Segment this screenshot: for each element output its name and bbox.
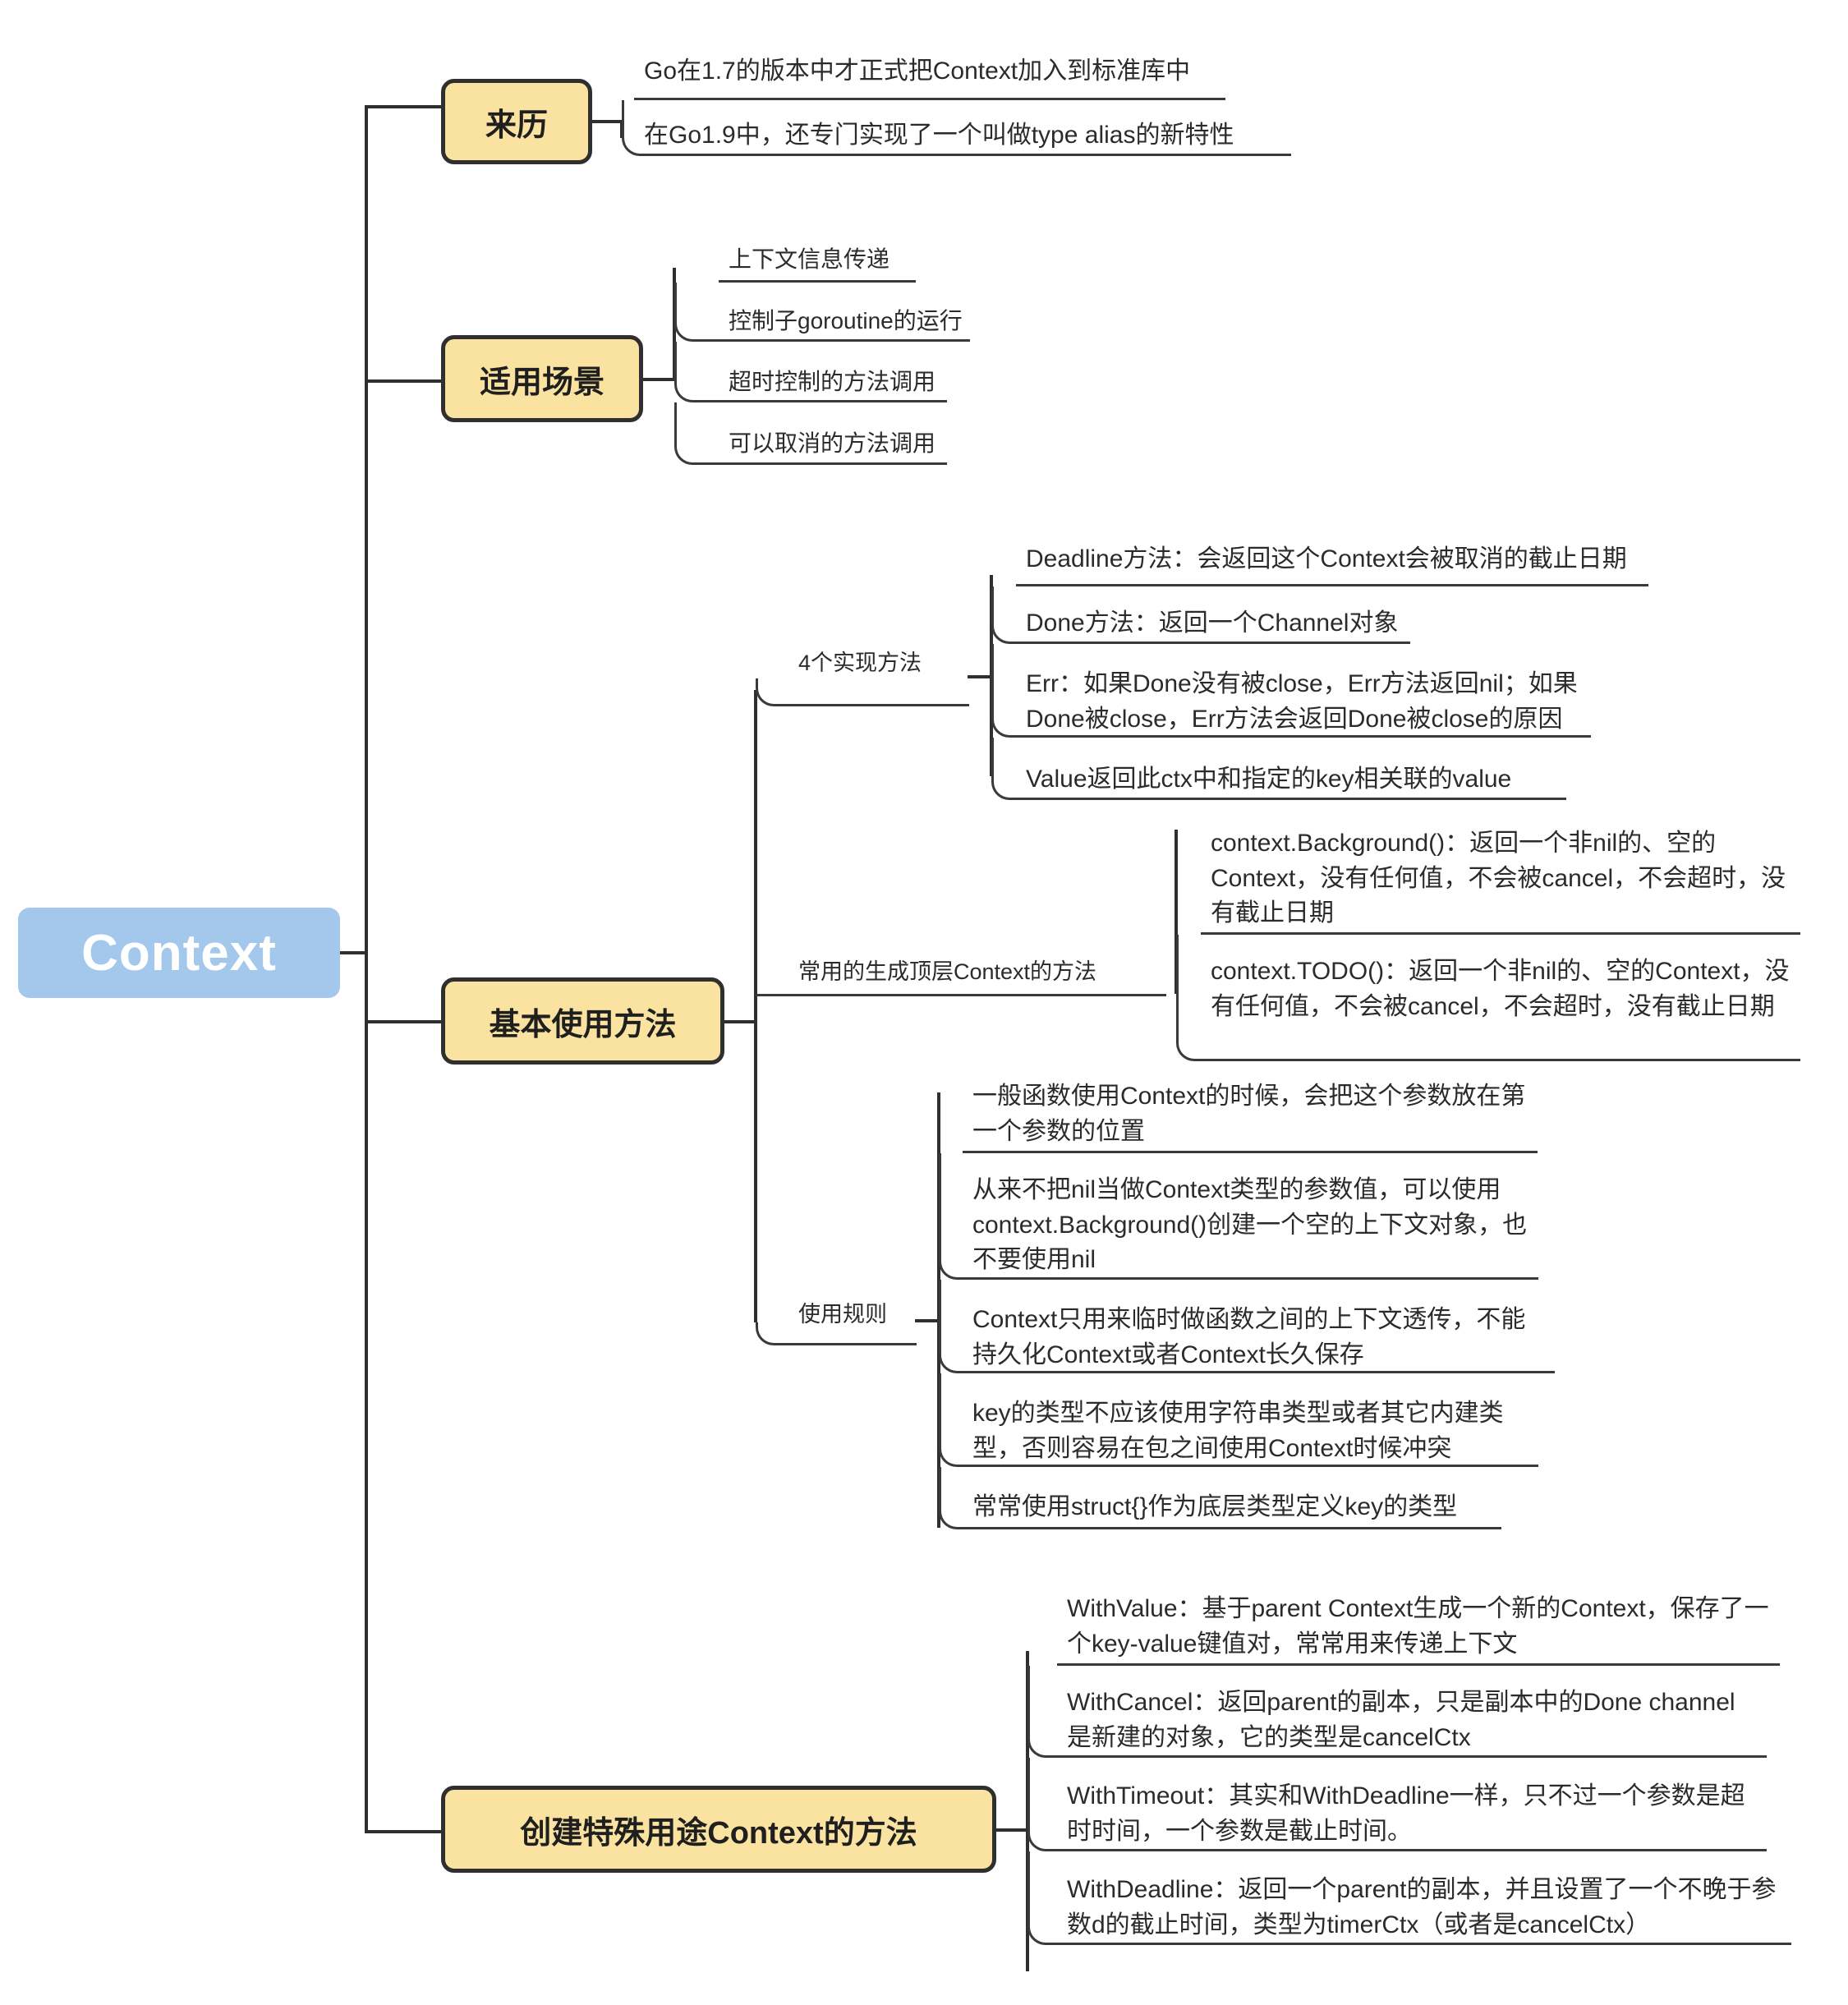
leaf-1-2[interactable]: 超时控制的方法调用: [717, 362, 1062, 407]
group-2-0-underline: [756, 678, 969, 706]
branch-node-1-label: 适用场景: [479, 365, 605, 400]
leaf-0-0-text: Go在1.7的版本中才正式把Context加入到标准库中: [644, 57, 1191, 85]
leaf-2-0-3[interactable]: Value返回此ctx中和指定的key相关联的value: [1014, 759, 1671, 806]
leaf-1-1-text: 控制子goroutine的运行: [729, 308, 963, 333]
group-2-1-underline: [756, 990, 1166, 996]
group-2-0-spine: [990, 575, 993, 776]
leaf-2-2-0[interactable]: 一般函数使用Context的时候，会把这个参数放在第一个参数的位置: [961, 1076, 1536, 1157]
group-2-1-spine: [1175, 830, 1178, 994]
branch-node-2[interactable]: 基本使用方法: [441, 977, 724, 1065]
leaf-3-1-text: WithCancel：返回parent的副本，只是副本中的Done channe…: [1067, 1689, 1735, 1751]
leaf-2-0-1-text: Done方法：返回一个Channel对象: [1026, 609, 1399, 637]
leaf-3-2-text: WithTimeout：其实和WithDeadline一样，只不过一个参数是超时…: [1067, 1782, 1745, 1845]
leaf-3-0[interactable]: WithValue：基于parent Context生成一个新的Context，…: [1055, 1589, 1778, 1670]
leaf-1-0-text: 上下文信息传递: [729, 246, 890, 272]
leaf-1-1[interactable]: 控制子goroutine的运行: [717, 301, 1062, 346]
trunk-elbow-to-branch-0: [365, 105, 447, 131]
leaf-3-3-text: WithDeadline：返回一个parent的副本，并且设置了一个不晚于参数d…: [1067, 1876, 1777, 1938]
leaf-2-0-0-text: Deadline方法：会返回这个Context会被取消的截止日期: [1026, 545, 1627, 573]
branch-2-out: [724, 1020, 756, 1023]
branch-0-out: [592, 120, 622, 123]
leaf-2-1-1[interactable]: context.TODO()：返回一个非nil的、空的Context，没有任何值…: [1199, 951, 1799, 1032]
group-label-2-1[interactable]: 常用的生成顶层Context的方法: [798, 958, 1096, 986]
leaf-1-2-text: 超时控制的方法调用: [729, 369, 936, 394]
leaf-3-1[interactable]: WithCancel：返回parent的副本，只是副本中的Done channe…: [1055, 1682, 1754, 1764]
leaf-2-0-2-text: Err：如果Done没有被close，Err方法返回nil；如果Done被clo…: [1026, 670, 1578, 733]
leaf-2-0-0[interactable]: Deadline方法：会返回这个Context会被取消的截止日期: [1014, 539, 1671, 586]
leaf-3-2[interactable]: WithTimeout：其实和WithDeadline一样，只不过一个参数是超时…: [1055, 1776, 1762, 1857]
branch-node-3[interactable]: 创建特殊用途Context的方法: [441, 1786, 996, 1873]
root-node-label: Context: [81, 924, 277, 982]
leaf-0-1-text: 在Go1.9中，还专门实现了一个叫做type alias的新特性: [644, 122, 1234, 149]
branch-node-0-label: 来历: [485, 108, 548, 143]
group-label-2-1-text: 常用的生成顶层Context的方法: [798, 959, 1097, 984]
leaf-2-2-3-text: key的类型不应该使用字符串类型或者其它内建类型，否则容易在包之间使用Conte…: [972, 1400, 1504, 1462]
group-label-2-0-text: 4个实现方法: [798, 651, 922, 675]
branch-2-spine: [754, 690, 757, 1322]
root-connector: [340, 951, 368, 954]
root-node[interactable]: Context: [18, 908, 340, 998]
branch-1-out: [643, 378, 674, 381]
branch-node-2-label: 基本使用方法: [489, 1007, 677, 1042]
leaf-2-2-2[interactable]: Context只用来临时做函数之间的上下文透传，不能持久化Context或者Co…: [961, 1299, 1536, 1381]
branch-1-spine: [673, 268, 676, 379]
leaf-2-0-1[interactable]: Done方法：返回一个Channel对象: [1014, 603, 1671, 650]
leaf-2-2-1[interactable]: 从来不把nil当做Context类型的参数值，可以使用context.Backg…: [961, 1170, 1536, 1286]
group-label-2-2[interactable]: 使用规则: [798, 1300, 887, 1329]
leaf-2-1-1-text: context.TODO()：返回一个非nil的、空的Context，没有任何值…: [1211, 958, 1790, 1020]
group-2-0-out: [968, 675, 992, 678]
leaf-1-0[interactable]: 上下文信息传递: [717, 240, 1062, 284]
leaf-2-2-4[interactable]: 常常使用struct{}作为底层类型定义key的类型: [961, 1487, 1536, 1534]
leaf-2-1-0[interactable]: context.Background()：返回一个非nil的、空的Context…: [1199, 823, 1799, 940]
leaf-1-3-text: 可以取消的方法调用: [729, 430, 936, 456]
leaf-1-3[interactable]: 可以取消的方法调用: [717, 424, 1062, 468]
branch-3-spine: [1026, 1651, 1029, 1971]
branch-node-0[interactable]: 来历: [441, 79, 592, 164]
leaf-2-2-2-text: Context只用来临时做函数之间的上下文透传，不能持久化Context或者Co…: [972, 1306, 1526, 1368]
leaf-0-0[interactable]: Go在1.7的版本中才正式把Context加入到标准库中: [632, 51, 1224, 98]
leaf-2-0-2[interactable]: Err：如果Done没有被close，Err方法返回nil；如果Done被clo…: [1014, 664, 1639, 745]
branch-2-connector: [365, 1020, 444, 1023]
leaf-2-2-3[interactable]: key的类型不应该使用字符串类型或者其它内建类型，否则容易在包之间使用Conte…: [961, 1393, 1536, 1474]
leaf-3-0-text: WithValue：基于parent Context生成一个新的Context，…: [1067, 1595, 1769, 1658]
group-2-2-spine: [937, 1092, 940, 1528]
branch-3-out: [996, 1828, 1027, 1832]
branch-node-1[interactable]: 适用场景: [441, 335, 643, 422]
branch-3-connector: [365, 1830, 444, 1833]
group-label-2-0[interactable]: 4个实现方法: [798, 649, 922, 678]
leaf-3-3[interactable]: WithDeadline：返回一个parent的副本，并且设置了一个不晚于参数d…: [1055, 1869, 1795, 1951]
branch-1-connector: [365, 379, 444, 383]
group-label-2-2-text: 使用规则: [798, 1302, 887, 1327]
branch-node-3-label: 创建特殊用途Context的方法: [520, 1815, 917, 1851]
main-trunk: [365, 105, 368, 1830]
leaf-2-2-1-text: 从来不把nil当做Context类型的参数值，可以使用context.Backg…: [972, 1176, 1528, 1274]
leaf-0-1[interactable]: 在Go1.9中，还专门实现了一个叫做type alias的新特性: [632, 115, 1289, 162]
leaf-2-0-3-text: Value返回此ctx中和指定的key相关联的value: [1026, 766, 1512, 793]
leaf-2-2-4-text: 常常使用struct{}作为底层类型定义key的类型: [972, 1493, 1458, 1520]
leaf-2-2-0-text: 一般函数使用Context的时候，会把这个参数放在第一个参数的位置: [972, 1083, 1526, 1145]
branch-0-spine: [620, 120, 623, 138]
branch-0-connector: [365, 105, 447, 108]
group-2-2-out: [915, 1319, 940, 1322]
leaf-2-1-0-text: context.Background()：返回一个非nil的、空的Context…: [1211, 830, 1786, 927]
